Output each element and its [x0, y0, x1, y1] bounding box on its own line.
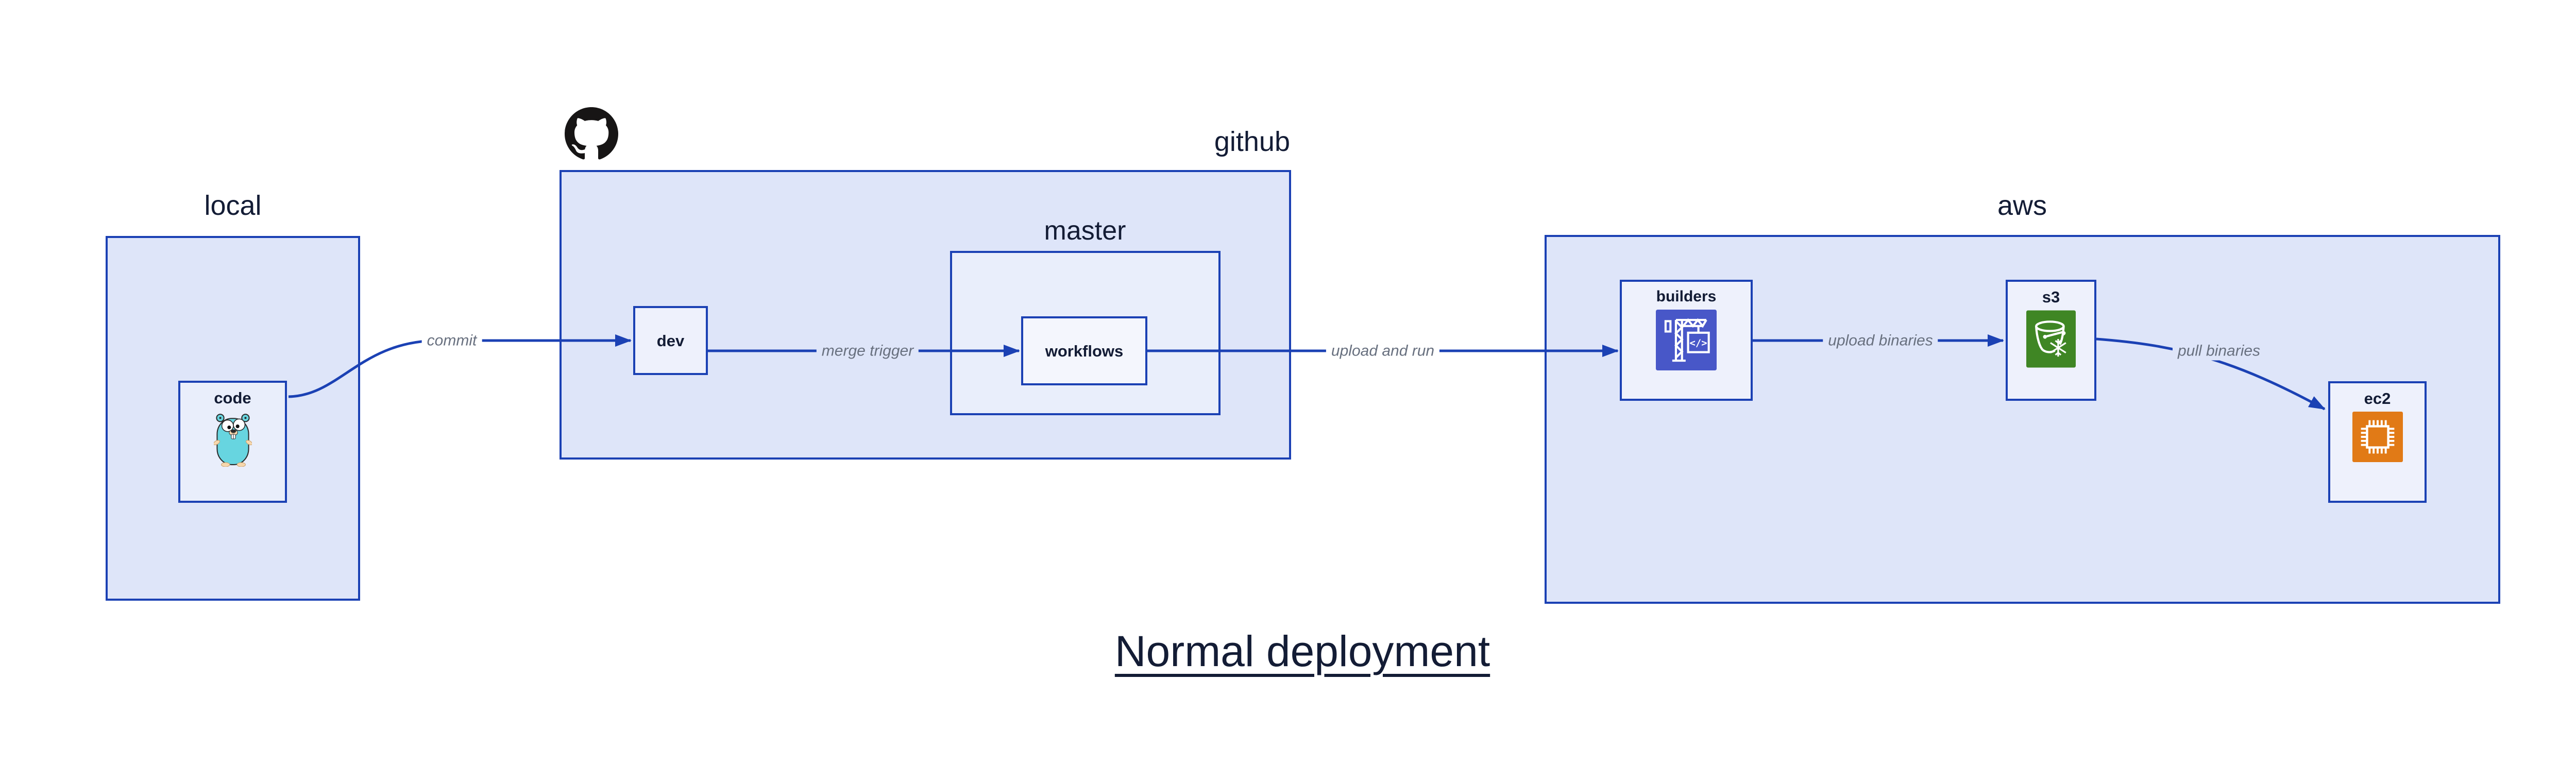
node-dev: dev — [633, 306, 708, 375]
edge-label-commit: commit — [421, 331, 482, 350]
edge-label-upload-binaries: upload binaries — [1823, 331, 1938, 350]
node-label-dev: dev — [656, 331, 685, 350]
github-octocat-icon — [565, 107, 618, 163]
edge-label-pull-binaries: pull binaries — [2172, 341, 2266, 361]
group-label-local: local — [204, 190, 262, 221]
node-code: code — [178, 381, 287, 503]
code-glyph: </> — [1690, 337, 1707, 349]
aws-codebuild-crane-icon: </> — [1656, 310, 1717, 373]
edge-label-upload-and-run: upload and run — [1326, 341, 1440, 361]
aws-s3-bucket-snowflake-icon — [2026, 310, 2076, 370]
diagram-title: Normal deployment — [1114, 627, 1490, 675]
node-label-ec2: ec2 — [2364, 389, 2391, 408]
node-builders: builders </> — [1620, 280, 1753, 401]
node-ec2: ec2 — [2328, 381, 2427, 503]
group-label-aws: aws — [1997, 190, 2047, 221]
go-gopher-icon — [213, 411, 252, 469]
group-label-master: master — [1044, 216, 1126, 246]
node-label-s3: s3 — [2042, 288, 2060, 306]
edge-commit-line — [288, 334, 632, 398]
edge-label-merge-trigger: merge trigger — [816, 341, 919, 361]
node-label-code: code — [214, 389, 251, 407]
node-label-workflows: workflows — [1045, 342, 1124, 360]
node-label-builders: builders — [1656, 288, 1717, 305]
node-s3: s3 — [2006, 280, 2096, 401]
aws-ec2-chip-icon — [2352, 412, 2403, 465]
group-label-github: github — [1214, 126, 1290, 157]
node-workflows: workflows — [1021, 316, 1147, 385]
